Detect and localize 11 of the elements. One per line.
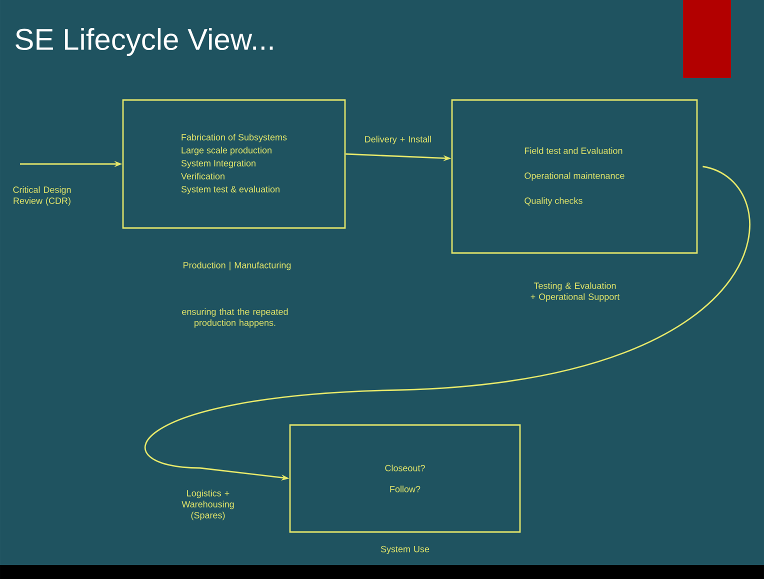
process-box: Field test and Evaluation Operational maintenance Quality checks: [451, 99, 698, 254]
note: ensuring that the repeated production happens.: [182, 308, 288, 328]
title: SE Lifecycle View...: [16, 28, 273, 56]
box-caption: System Use: [380, 546, 430, 554]
box-caption: Production | Manufacturing: [184, 262, 291, 270]
process-box: Fabrication of Subsystems Large scale production System Integration Verification System test & evaluation: [122, 99, 346, 229]
edge-label: Delivery + Install: [365, 136, 432, 144]
edge-label: Critical Design Review (CDR): [13, 186, 71, 206]
process-box: Closeout? Follow?: [289, 424, 521, 533]
box-caption: Testing & Evaluation + Operational Support: [530, 282, 620, 302]
edge-label: Logistics + Warehousing (Spares): [182, 490, 234, 520]
